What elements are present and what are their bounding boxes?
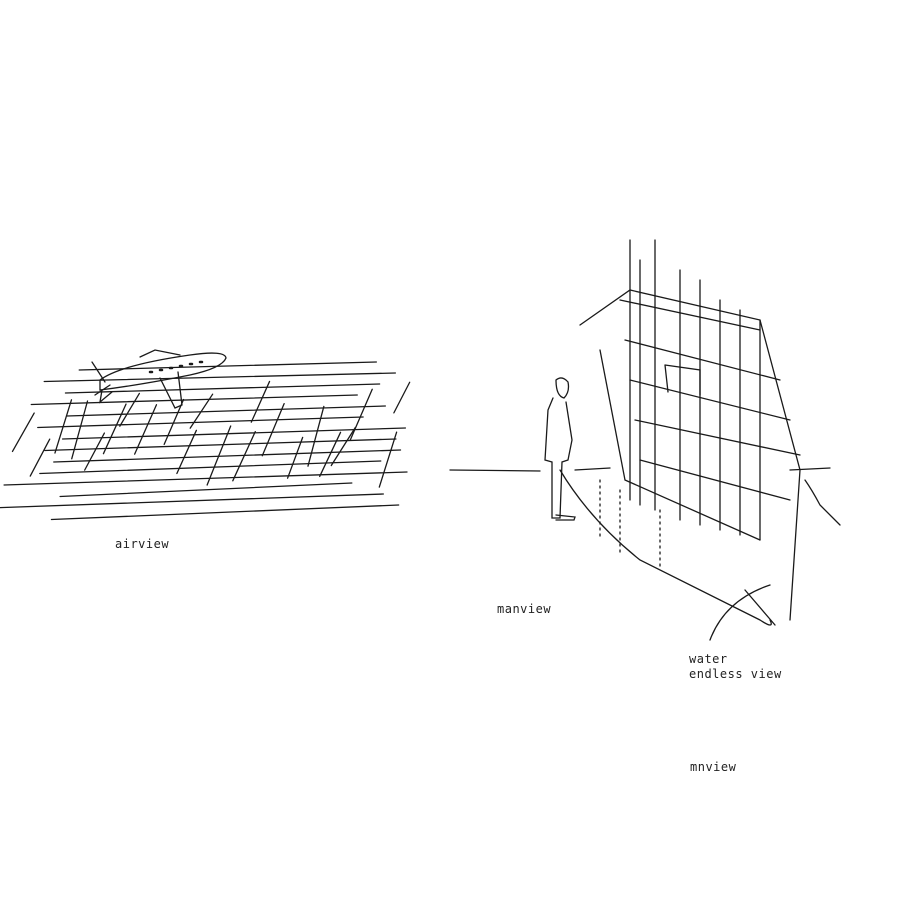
airview-label: airview [115, 537, 170, 551]
wall-structure-drawing [559, 239, 801, 641]
endless-view-label: endless view [689, 667, 782, 681]
man-figure [544, 377, 576, 521]
mnview-label: mnview [690, 760, 737, 774]
manview-label: manview [497, 602, 552, 616]
water-label: water [689, 652, 728, 666]
horizon-line [449, 467, 841, 526]
city-grid-drawing [0, 361, 411, 521]
